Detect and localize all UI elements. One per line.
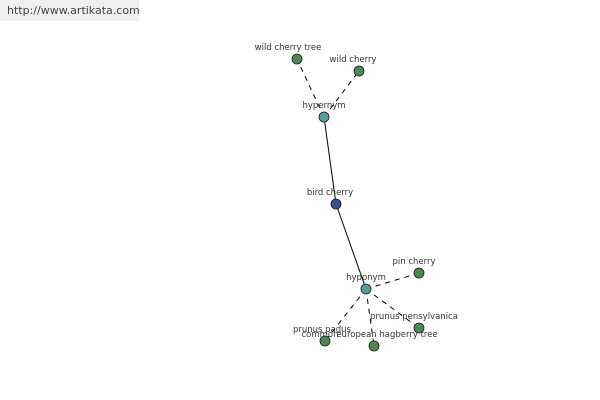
node-label-wild-cherry[interactable]: wild cherry (330, 55, 377, 65)
node-bird-cherry[interactable] (330, 198, 342, 210)
node-label-bird-cherry[interactable]: bird cherry (307, 188, 353, 198)
node-label-hypernym[interactable]: hypernym (302, 101, 345, 111)
node-label-european-hagberry[interactable]: european hagberry tree (336, 330, 437, 340)
node-european-hagberry[interactable] (368, 340, 380, 352)
node-wild-cherry-tree[interactable] (291, 53, 303, 65)
node-pin-cherry[interactable] (413, 267, 425, 279)
node-label-hyponym[interactable]: hyponym (346, 273, 386, 283)
node-label-wild-cherry-tree[interactable]: wild cherry tree (255, 43, 322, 53)
node-label-pin-cherry[interactable]: pin cherry (392, 257, 435, 267)
node-label-common-node[interactable]: common (301, 330, 338, 340)
edge-hypernym-to-wild-cherry-tree (296, 58, 325, 118)
edge-hyponym-to-prunus-pensylvanica (365, 288, 420, 329)
graph-edges (296, 58, 420, 347)
node-label-prunus-pensylvanica[interactable]: prunus pensylvanica (370, 312, 458, 322)
edge-bird-cherry-to-hyponym (335, 203, 367, 290)
node-label-prunus-padus[interactable]: prunus padus (293, 325, 352, 335)
edge-hyponym-to-common-node (324, 288, 367, 342)
graph-labels: wild cherry tree wild cherry hypernym bird … (255, 43, 458, 340)
graph-nodes (291, 53, 425, 352)
site-url-banner[interactable]: http://www.artikata.com (0, 0, 140, 21)
node-prunus-pensylvanica[interactable] (413, 322, 425, 334)
node-hyponym[interactable] (360, 283, 372, 295)
edge-hypernym-to-bird-cherry (323, 116, 337, 205)
node-prunus-padus[interactable] (319, 335, 331, 347)
node-hypernym[interactable] (318, 111, 330, 123)
node-wild-cherry[interactable] (353, 65, 365, 77)
